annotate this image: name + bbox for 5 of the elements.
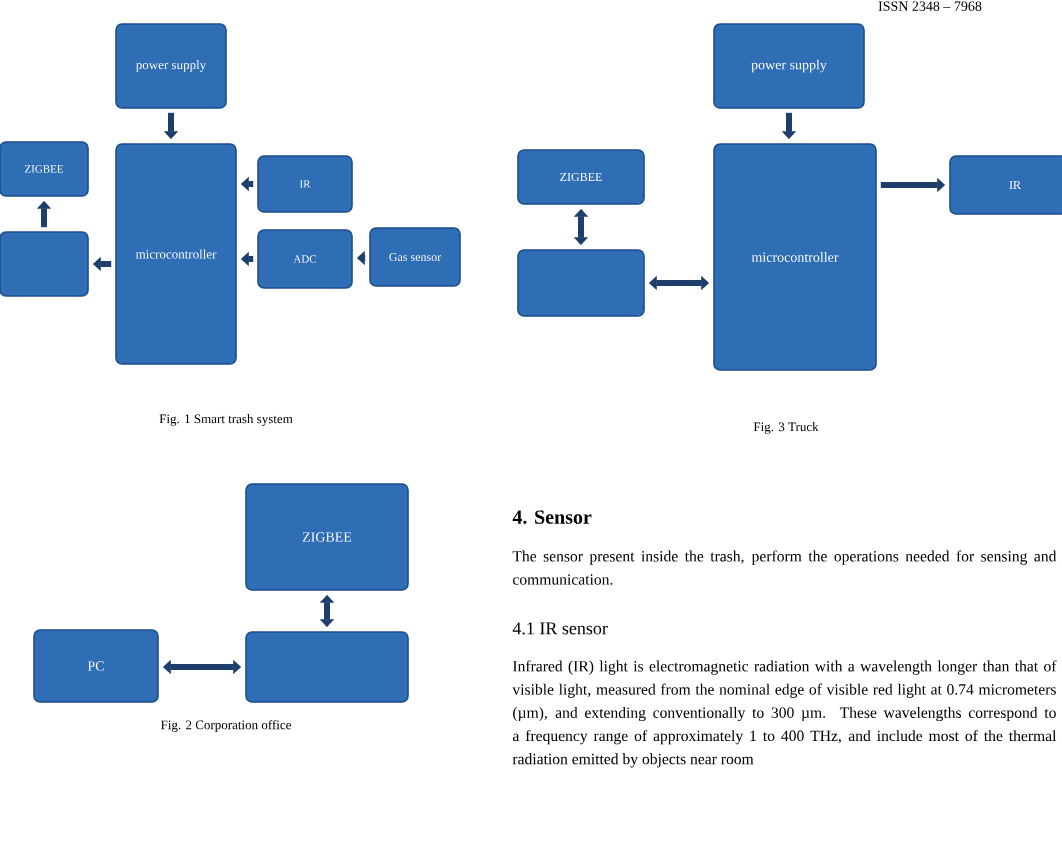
empty-box: [245, 631, 409, 703]
section-heading: 4. Sensor: [512, 510, 592, 524]
subsection-heading: 4.1 IR sensor: [512, 622, 608, 635]
empty-box: [0, 231, 89, 297]
empty-box: [517, 249, 645, 317]
